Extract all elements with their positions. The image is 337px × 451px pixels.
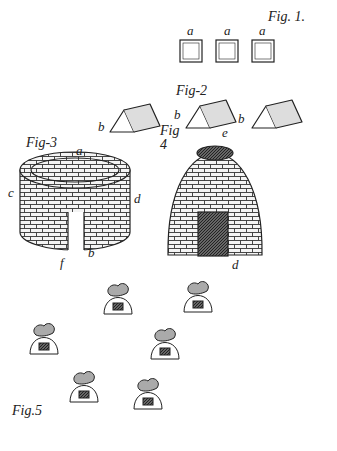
- figure-number: Fig-2: [176, 84, 207, 98]
- part-letter: a: [187, 24, 194, 37]
- part-letter: d: [134, 192, 141, 205]
- part-letter: e: [222, 126, 228, 139]
- figure-number: Fig. 1.: [268, 10, 305, 24]
- part-letter: a: [76, 144, 83, 157]
- part-letter: b: [238, 112, 245, 125]
- part-letter: b: [174, 108, 181, 121]
- square-tiles: [180, 40, 274, 62]
- figure-number: Fig.5: [12, 404, 42, 418]
- part-letter: a: [259, 24, 266, 37]
- figure-number: Fig 4: [160, 124, 182, 152]
- part-letter: d: [232, 258, 239, 271]
- part-letter: a: [224, 24, 231, 37]
- ridge-tiles: [110, 100, 302, 132]
- part-letter: b: [88, 246, 95, 259]
- part-letter: c: [8, 186, 14, 199]
- part-letter: f: [60, 256, 64, 269]
- part-letter: b: [98, 120, 105, 133]
- smoking-huts: [30, 282, 212, 409]
- brick-dome: [168, 146, 262, 256]
- figure-number: Fig-3: [26, 136, 57, 150]
- brick-ring: [20, 152, 130, 252]
